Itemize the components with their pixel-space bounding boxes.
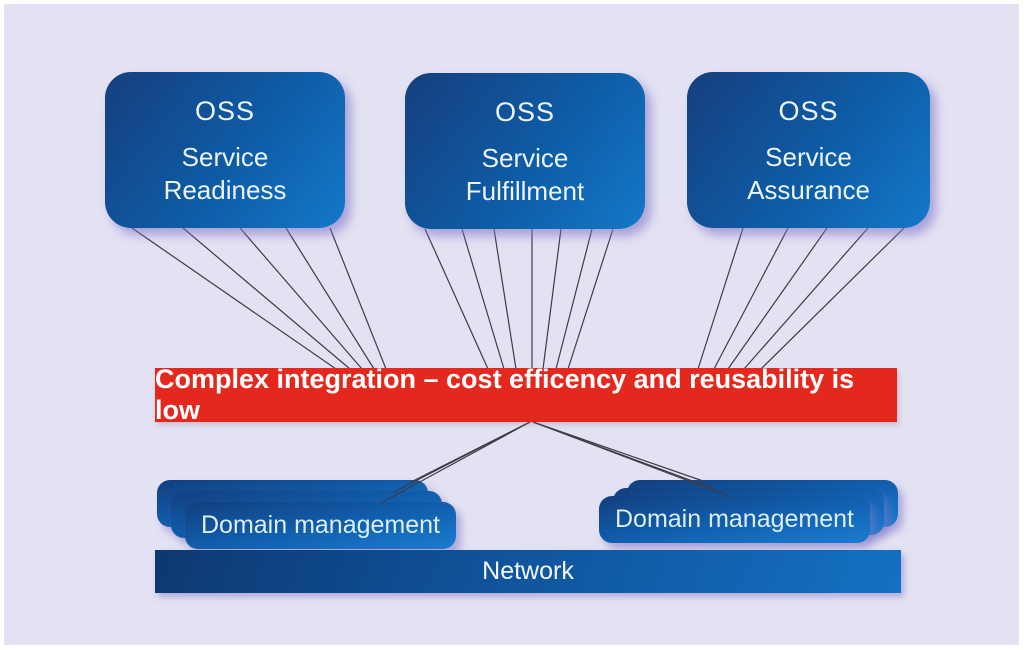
oss-subtitle-line2: Assurance <box>747 175 870 205</box>
oss-box-subtitle: Service Assurance <box>687 141 930 207</box>
oss-service-fulfillment-box: OSS Service Fulfillment <box>405 73 645 229</box>
domain-management-right-box: Domain management <box>599 496 870 543</box>
oss-subtitle-line1: Service <box>181 142 269 172</box>
oss-box-title: OSS <box>494 97 556 127</box>
domain-management-label: Domain management <box>614 505 854 533</box>
oss-subtitle-line1: Service <box>481 143 569 173</box>
oss-box-subtitle: Service Readiness <box>105 141 345 207</box>
complex-integration-banner: Complex integration – cost efficency and… <box>155 364 897 425</box>
domain-management-label: Domain management <box>200 511 440 539</box>
oss-service-readiness-box: OSS Service Readiness <box>105 72 345 228</box>
domain-management-left-box: Domain management <box>185 502 456 549</box>
oss-service-assurance-box: OSS Service Assurance <box>687 72 930 228</box>
oss-subtitle-line2: Readiness <box>163 175 287 205</box>
oss-box-subtitle: Service Fulfillment <box>405 142 645 208</box>
oss-box-title: OSS <box>778 96 839 126</box>
oss-box-title: OSS <box>194 96 256 126</box>
oss-subtitle-line2: Fulfillment <box>465 176 585 206</box>
network-label: Network <box>482 557 574 585</box>
oss-subtitle-line1: Service <box>765 142 852 172</box>
network-bar: Network <box>155 550 901 593</box>
